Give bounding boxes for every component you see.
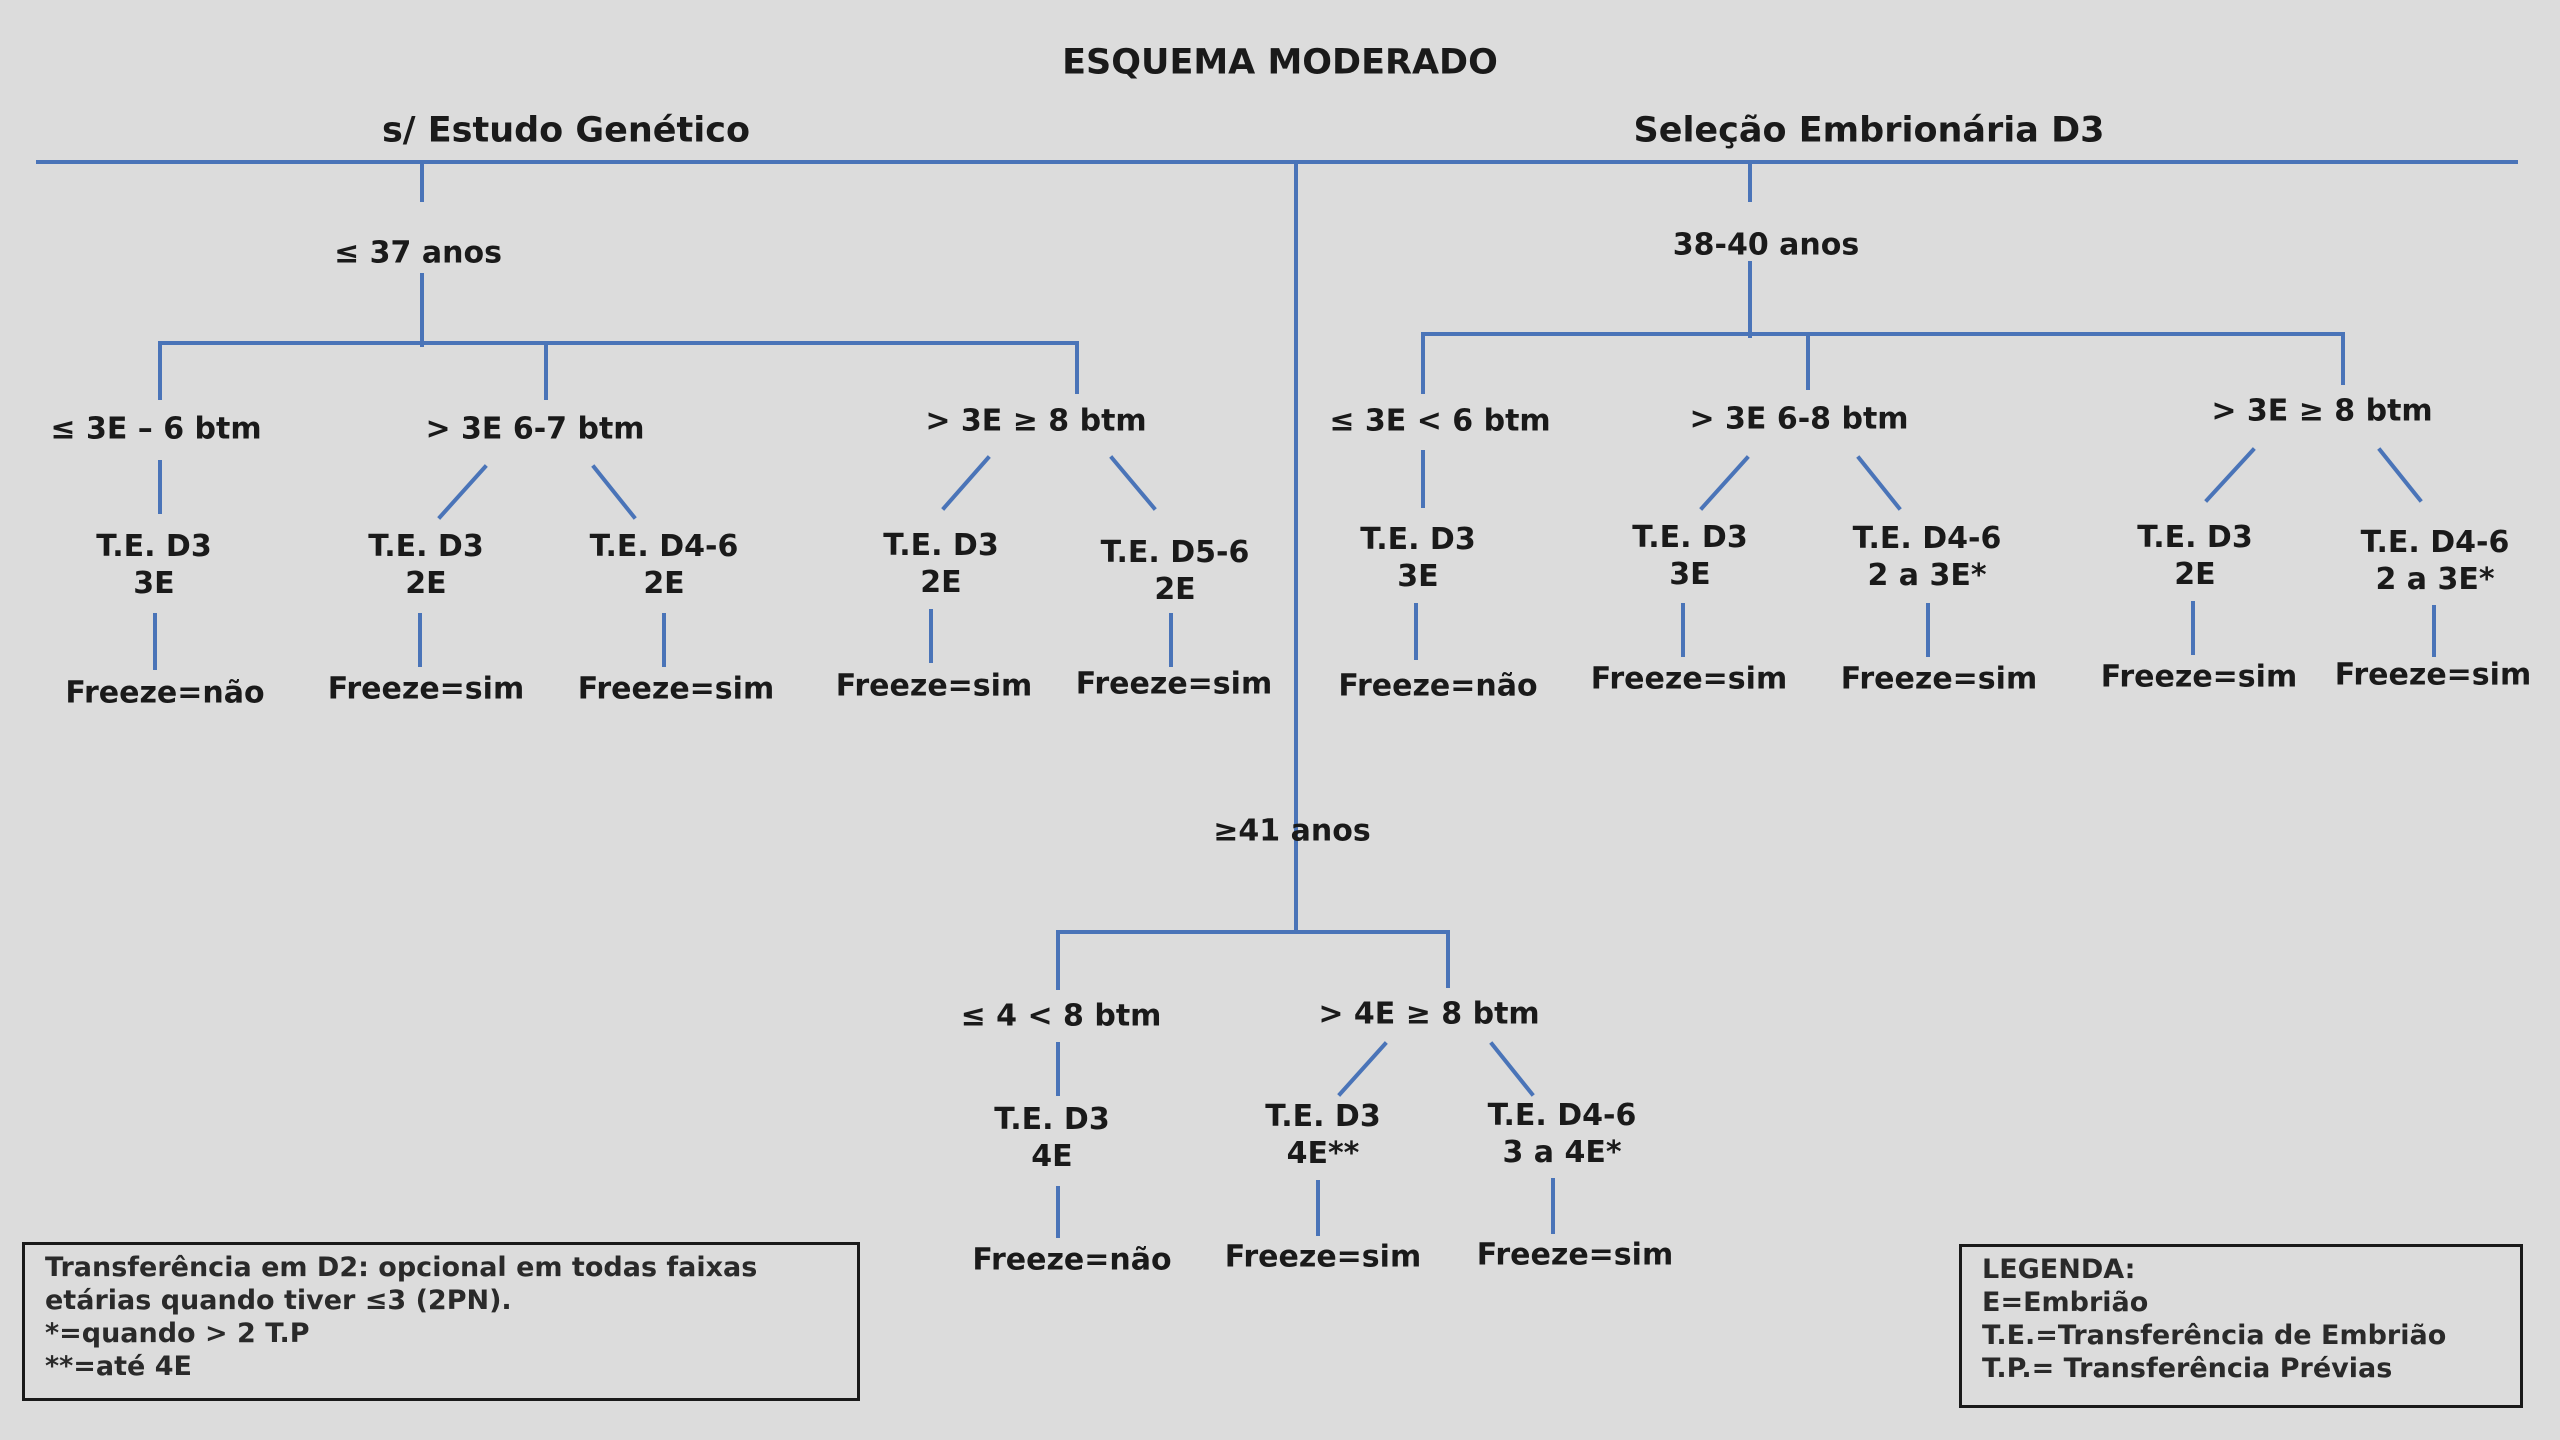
le37-freeze-1: Freeze=não: [65, 675, 265, 711]
a38-40-freeze-2a: Freeze=sim: [1590, 661, 1788, 697]
a38-40-freeze-2b: Freeze=sim: [1840, 661, 2038, 697]
legend-box: LEGENDA: E=Embrião T.E.=Transferência de…: [1959, 1244, 2523, 1408]
ge41-freeze-1: Freeze=não: [972, 1242, 1172, 1278]
diagram-title: ESQUEMA MODERADO: [1062, 42, 1498, 83]
a38-40-criteria-1: ≤ 3E < 6 btm: [1329, 403, 1551, 439]
le37-criteria-3: > 3E ≥ 8 btm: [925, 403, 1147, 439]
ge41-criteria-2: > 4E ≥ 8 btm: [1318, 996, 1540, 1032]
notes-box: Transferência em D2: opcional em todas f…: [22, 1242, 860, 1401]
ge41-freeze-2b: Freeze=sim: [1476, 1237, 1674, 1273]
header-embryo-selection: Seleção Embrionária D3: [1633, 110, 2105, 151]
notes-line: *=quando > 2 T.P: [45, 1318, 310, 1349]
le37-freeze-3b: Freeze=sim: [1075, 666, 1273, 702]
notes-line: **=até 4E: [45, 1351, 192, 1382]
ge41-criteria-1: ≤ 4 < 8 btm: [960, 998, 1162, 1034]
legend-item: T.P.= Transferência Prévias: [1982, 1353, 2393, 1384]
age-group-ge41: ≥41 anos: [1213, 813, 1371, 849]
age-group-le37: ≤ 37 anos: [334, 235, 502, 271]
le37-freeze-2a: Freeze=sim: [327, 671, 525, 707]
ge41-freeze-2a: Freeze=sim: [1224, 1239, 1422, 1275]
le37-freeze-2b: Freeze=sim: [577, 671, 775, 707]
header-no-genetic-study: s/ Estudo Genético: [381, 110, 751, 151]
legend-item: E=Embrião: [1982, 1287, 2149, 1318]
notes-line: etárias quando tiver ≤3 (2PN).: [45, 1285, 512, 1316]
a38-40-freeze-1: Freeze=não: [1338, 668, 1538, 704]
legend-title: LEGENDA:: [1982, 1254, 2136, 1285]
le37-criteria-2: > 3E 6-7 btm: [425, 411, 645, 447]
le37-freeze-3a: Freeze=sim: [835, 668, 1033, 704]
age-group-38-40: 38-40 anos: [1672, 227, 1860, 263]
a38-40-criteria-3: > 3E ≥ 8 btm: [2211, 393, 2433, 429]
a38-40-criteria-2: > 3E 6-8 btm: [1689, 401, 1909, 437]
a38-40-freeze-3b: Freeze=sim: [2334, 657, 2532, 693]
le37-criteria-1: ≤ 3E – 6 btm: [50, 411, 262, 447]
notes-line: Transferência em D2: opcional em todas f…: [45, 1252, 758, 1283]
a38-40-freeze-3a: Freeze=sim: [2100, 659, 2298, 695]
legend-item: T.E.=Transferência de Embrião: [1982, 1320, 2447, 1351]
